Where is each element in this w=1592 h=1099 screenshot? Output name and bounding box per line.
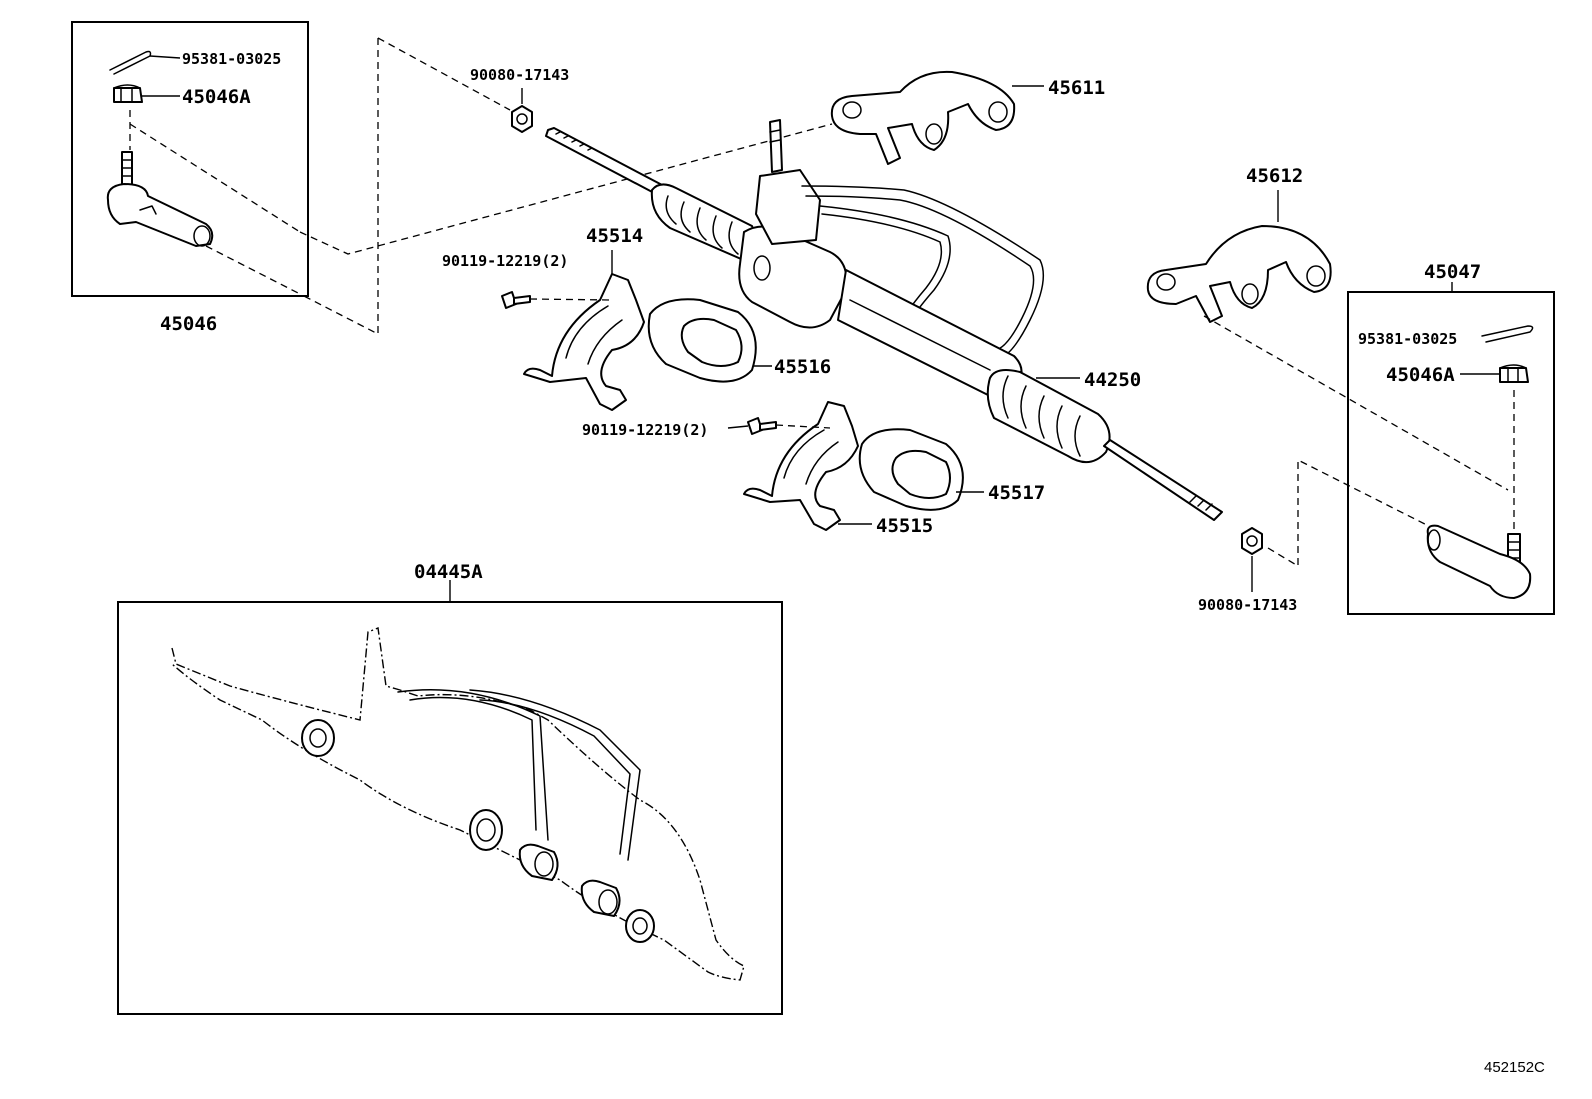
- rack-assembly: [545, 119, 1223, 521]
- label-tie-rod-end-left: 45046: [160, 313, 217, 335]
- bolt-lower: [727, 417, 831, 435]
- bushing-1: [518, 843, 559, 881]
- label-bracket-upper: 45611: [1048, 77, 1105, 99]
- label-rack-assembly: 44250: [1084, 369, 1141, 391]
- label-lock-nut-right: 90080-17143: [1198, 596, 1297, 614]
- label-nut-right: 45046A: [1386, 364, 1455, 386]
- label-cotter-pin-right: 95381-03025: [1358, 330, 1457, 348]
- dashed-guides-left: [299, 37, 833, 336]
- cotter-pin-right: [1481, 325, 1534, 343]
- label-clamp-upper: 45514: [586, 225, 643, 247]
- seal-ring-3: [625, 909, 655, 943]
- nut-right: [1460, 364, 1529, 383]
- label-gasket-kit: 04445A: [414, 561, 483, 583]
- label-bolt-lower: 90119-12219(2): [582, 421, 708, 439]
- grommet-upper: [647, 298, 772, 383]
- label-grommet-upper: 45516: [774, 356, 831, 378]
- grommet-lower: [858, 428, 984, 511]
- lock-nut-right: [1241, 458, 1509, 592]
- bolt-upper: [501, 291, 613, 309]
- seal-ring-2: [469, 809, 503, 851]
- cotter-pin-left: [109, 50, 181, 75]
- seal-ring-1: [301, 719, 335, 757]
- part-labels: 95381-03025 45046A 45046 90080-17143 456…: [160, 50, 1545, 1076]
- tie-rod-end-left: [106, 151, 214, 247]
- bushing-2: [580, 879, 621, 917]
- tie-rod-end-right: [1426, 524, 1532, 599]
- bracket-upper: [830, 70, 1044, 165]
- label-cotter-pin-left: 95381-03025: [182, 50, 281, 68]
- label-nut-left: 45046A: [182, 86, 251, 108]
- tie-rod-end-right-box: [1203, 282, 1555, 615]
- gasket-kit-box: [117, 580, 783, 1015]
- label-bracket-right: 45612: [1246, 165, 1303, 187]
- label-grommet-lower: 45517: [988, 482, 1045, 504]
- rack-ghost-outline: [171, 627, 745, 981]
- tie-rod-end-left-box: [71, 21, 309, 297]
- bracket-right: [1146, 190, 1332, 323]
- label-bolt-upper: 90119-12219(2): [442, 252, 568, 270]
- label-tie-rod-end-right: 45047: [1424, 261, 1481, 283]
- label-lock-nut-left: 90080-17143: [470, 66, 569, 84]
- diagram-reference-code: 452152C: [1484, 1059, 1545, 1076]
- lock-nut-left: [511, 88, 533, 133]
- clamp-lower: [743, 401, 872, 531]
- label-clamp-lower: 45515: [876, 515, 933, 537]
- nut-left: [113, 84, 180, 103]
- clamp-upper: [523, 250, 645, 411]
